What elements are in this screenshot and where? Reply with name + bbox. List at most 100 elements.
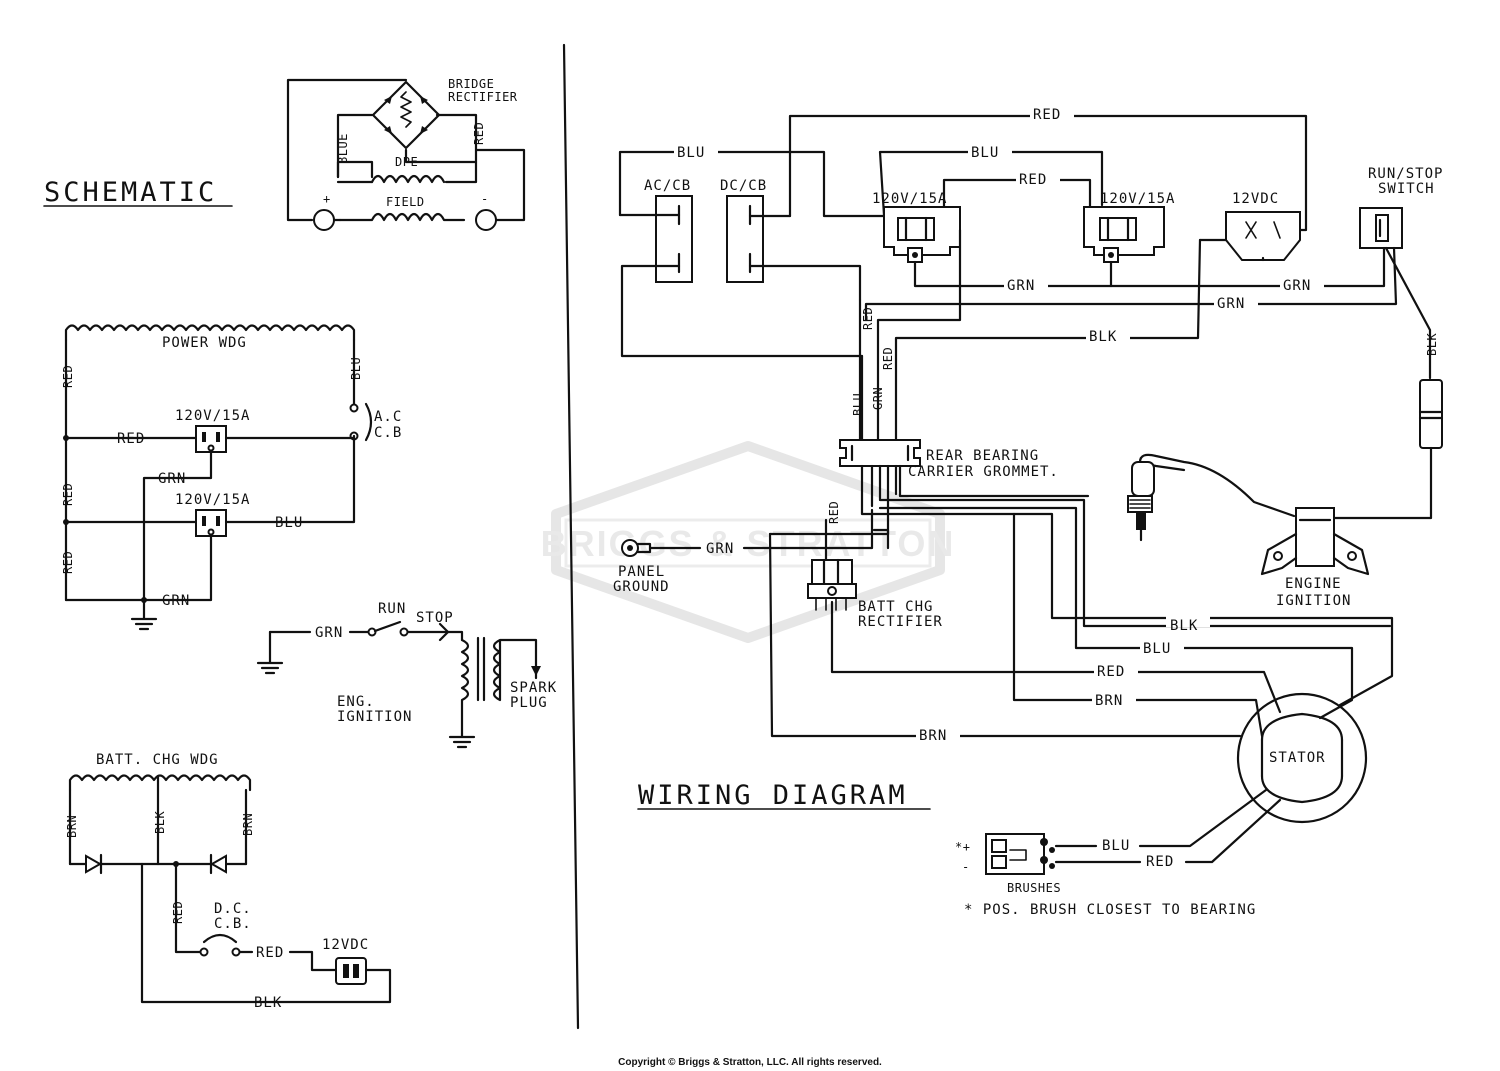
ac-circuit-breaker [655, 195, 693, 283]
ignition-circuit: GRN RUN STOP SPARK PLUG ENG. IGNITION [256, 601, 557, 749]
wire-outlet-grn-bundle [876, 228, 962, 442]
spark-plug-arrow [531, 666, 541, 676]
wire-grn-2 [864, 246, 1398, 322]
wire-red-top-label: RED [1033, 107, 1061, 123]
wire-red-brush [1184, 798, 1282, 864]
wire-grn-3-label: GRN [1217, 296, 1245, 312]
batt-diode-right [209, 853, 227, 875]
dc-cb-label-1: D.C. [214, 901, 252, 917]
exciter-blue-wire [336, 113, 374, 179]
power-grn-label-1: GRN [158, 471, 186, 487]
wire-brn-stator-2 [768, 532, 1242, 738]
schematic-section: SCHEMATIC BRIDGE RECTIFIER BLUE RED D [43, 77, 557, 1011]
ignition-primary-coil [460, 638, 470, 736]
dc-outlet-label: 12VDC [322, 937, 369, 953]
outlet-2-label: 120V/15A [1100, 191, 1175, 207]
panel-ground-terminal [621, 539, 652, 557]
wire-blk-1-label: BLK [1089, 329, 1117, 345]
wire-blk-2-label: BLK [1425, 333, 1439, 356]
power-blu-label-2: BLU [275, 515, 303, 531]
harness-red-label-1: RED [861, 307, 875, 330]
dc-circuit-breaker [726, 195, 764, 283]
wire-brn-stator-2-label: BRN [919, 728, 947, 744]
dpe-winding-coil [370, 174, 446, 184]
exciter-red-wire [435, 113, 478, 184]
wire-red-top [788, 114, 1308, 232]
wire-red-stator [830, 600, 1282, 714]
wire-red-mid-label: RED [1019, 172, 1047, 188]
wire-grn-ground-label: GRN [706, 541, 734, 557]
dc-outlet-symbol [335, 957, 367, 985]
dc-cb-label-2: C.B. [214, 916, 252, 932]
outlet-2-label: 120V/15A [175, 492, 250, 508]
wire-red-stator-label: RED [1097, 664, 1125, 680]
dc-outlet-label: 12VDC [1232, 191, 1279, 207]
exciter-circuit: BRIDGE RECTIFIER BLUE RED DPE FIELD + - [286, 77, 526, 231]
batt-red-label-1: RED [171, 901, 185, 924]
bridge-rectifier-label-2: RECTIFIER [448, 90, 518, 104]
spark-plug-label-2: PLUG [510, 695, 548, 711]
exciter-blue-label: BLUE [336, 133, 350, 164]
ignition-arrow [438, 622, 450, 642]
wire-blk-stator [860, 464, 1394, 707]
run-label: RUN [378, 601, 406, 617]
wire-grn-1-label: GRN [1007, 278, 1035, 294]
outlet-1-label: 120V/15A [872, 191, 947, 207]
wire-red-rectifier-label: RED [827, 501, 841, 524]
wire-blu-brush-label: BLU [1102, 838, 1130, 854]
stop-label: STOP [416, 610, 454, 626]
spark-plug-label-1: SPARK [510, 680, 557, 696]
batt-brn-label-2: BRN [241, 813, 255, 836]
field-plus-label: + [323, 192, 331, 206]
wire-red-brush-label: RED [1146, 854, 1174, 870]
power-wdg-label: POWER WDG [162, 335, 247, 351]
spark-plug [1127, 453, 1296, 542]
brush-plus-label: *+ [955, 840, 970, 854]
ignition-secondary-coil [492, 638, 538, 702]
power-blu-label-1: BLU [349, 357, 363, 380]
outlet-1-label: 120V/15A [175, 408, 250, 424]
harness-blu-label: BLU [851, 393, 865, 416]
dc-cb-label: DC/CB [720, 178, 767, 194]
batt-blk-label-2: BLK [254, 995, 282, 1011]
wire-blu-left [618, 150, 896, 218]
watermark-text: BRIGGS & STRATTON [541, 523, 956, 564]
batt-brn-label-1: BRN [65, 815, 79, 838]
batt-red-label-2: RED [256, 945, 284, 961]
power-ground-symbol [130, 598, 158, 631]
stator [1236, 692, 1368, 824]
dpe-label: DPE [395, 155, 418, 169]
panel-ground-label-1: PANEL [618, 564, 665, 580]
wire-blu-mid-label: BLU [971, 145, 999, 161]
ignition-coil-ground [448, 732, 476, 749]
field-winding-coil [338, 212, 466, 222]
dc-cb-breaker-arc [202, 933, 238, 944]
power-grn-label-2: GRN [162, 593, 190, 609]
dc-outlet-receptacle [1225, 211, 1301, 261]
exciter-red-label: RED [472, 122, 486, 145]
bridge-rectifier-label-1: BRIDGE [448, 77, 494, 91]
wire-blu-stator-label: BLU [1143, 641, 1171, 657]
ac-cb-label: AC/CB [644, 178, 691, 194]
run-stop-switch-blade [373, 620, 402, 633]
batt-diode-left [85, 853, 103, 875]
harness-grn-label: GRN [871, 387, 885, 410]
batt-chg-rectifier [807, 558, 857, 611]
ac-cb-label-1: A.C [374, 409, 402, 425]
batt-blk-return-wire [140, 862, 392, 1004]
wire-blk-2 [1384, 246, 1432, 380]
wire-ac-cb-return [620, 264, 864, 358]
brush-minus-label: - [962, 860, 970, 874]
batt-chg-rectifier-label-2: RECTIFIER [858, 614, 943, 630]
stator-label: STATOR [1269, 750, 1326, 766]
ac-cb-breaker-arc [364, 402, 373, 442]
batt-blk-label-1: BLK [153, 811, 167, 834]
wire-blu-brush [1138, 788, 1268, 848]
field-brush-negative [475, 209, 497, 231]
engine-ignition-label-1: ENGINE [1285, 576, 1342, 592]
rear-bearing-grommet [839, 439, 921, 467]
schematic-title: SCHEMATIC [44, 177, 217, 208]
wire-blk-1 [894, 238, 1202, 442]
wire-grn-2-label: GRN [1283, 278, 1311, 294]
